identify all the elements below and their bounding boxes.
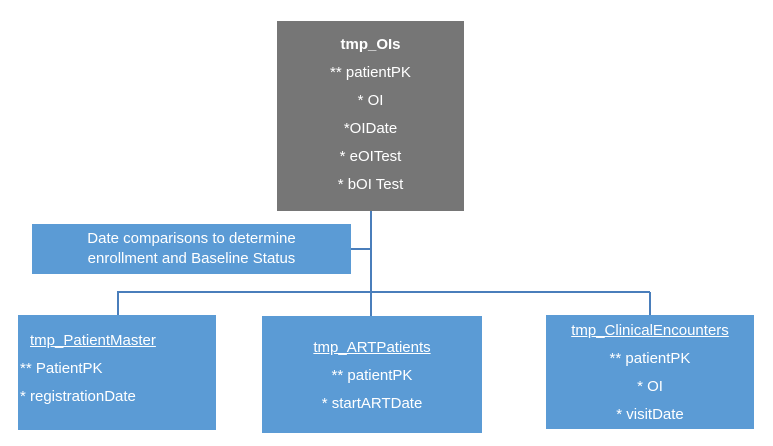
date-comparison-note: Date comparisons to determine enrollment… [32, 224, 351, 274]
note-line-2: enrollment and Baseline Status [87, 250, 296, 267]
source-field: * eOITest [339, 148, 402, 165]
patient-master-field: ** PatientPK [20, 360, 103, 377]
source-field: * OI [357, 92, 384, 109]
source-field: ** patientPK [330, 64, 411, 81]
source-table-title: tmp_OIs [340, 36, 401, 53]
source-table-box: tmp_OIs ** patientPK * OI *OIDate * eOIT… [277, 21, 464, 211]
clinical-encounters-field: * OI [637, 378, 663, 395]
note-line-1: Date comparisons to determine [87, 230, 296, 247]
art-patients-field: * startARTDate [321, 395, 423, 412]
source-field: * bOI Test [337, 176, 404, 193]
art-patients-field: ** patientPK [331, 367, 413, 384]
clinical-encounters-field: * visitDate [616, 406, 684, 423]
art-patients-title: tmp_ARTPatients [313, 339, 431, 356]
clinical-encounters-box: tmp_ClinicalEncounters ** patientPK * OI… [546, 315, 754, 429]
patient-master-box: tmp_PatientMaster ** PatientPK * registr… [18, 315, 216, 430]
art-patients-box: tmp_ARTPatients ** patientPK * startARTD… [262, 316, 482, 433]
clinical-encounters-field: ** patientPK [609, 350, 691, 367]
patient-master-field: * registrationDate [20, 388, 136, 405]
source-field: *OIDate [343, 120, 398, 137]
patient-master-title: tmp_PatientMaster [30, 332, 156, 349]
clinical-encounters-title: tmp_ClinicalEncounters [571, 322, 729, 339]
